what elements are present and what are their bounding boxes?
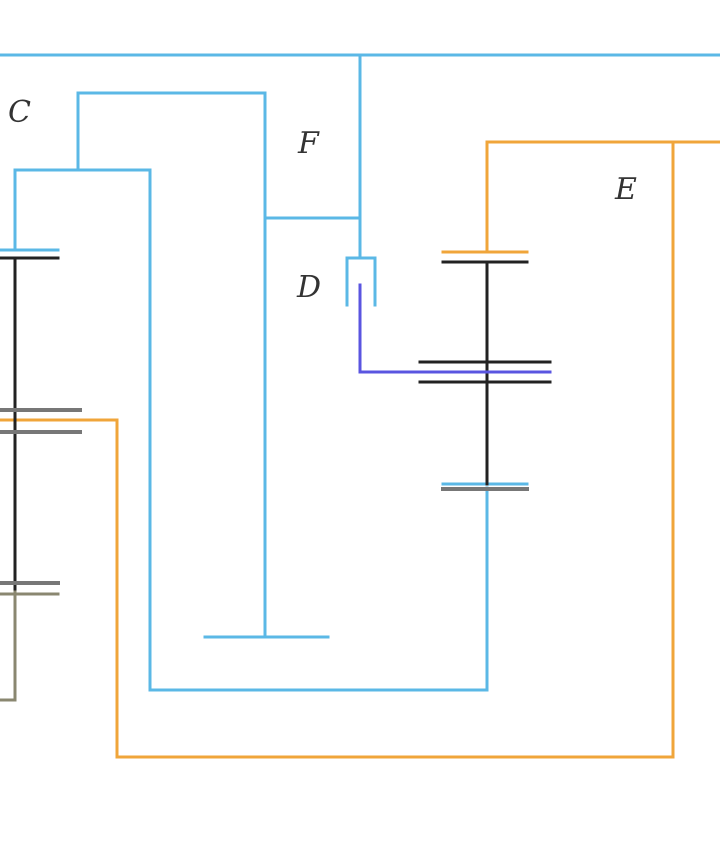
gear-shafts (0, 256, 552, 592)
label-e: E (615, 172, 637, 207)
label-d: D (297, 270, 322, 305)
blue-carrier (0, 53, 720, 692)
gray-gears (0, 408, 529, 585)
orange-ring-link (0, 140, 720, 759)
label-c: C (8, 95, 31, 130)
purple-link-d (358, 283, 552, 374)
label-f: F (298, 126, 319, 161)
olive-shaft (0, 590, 60, 702)
